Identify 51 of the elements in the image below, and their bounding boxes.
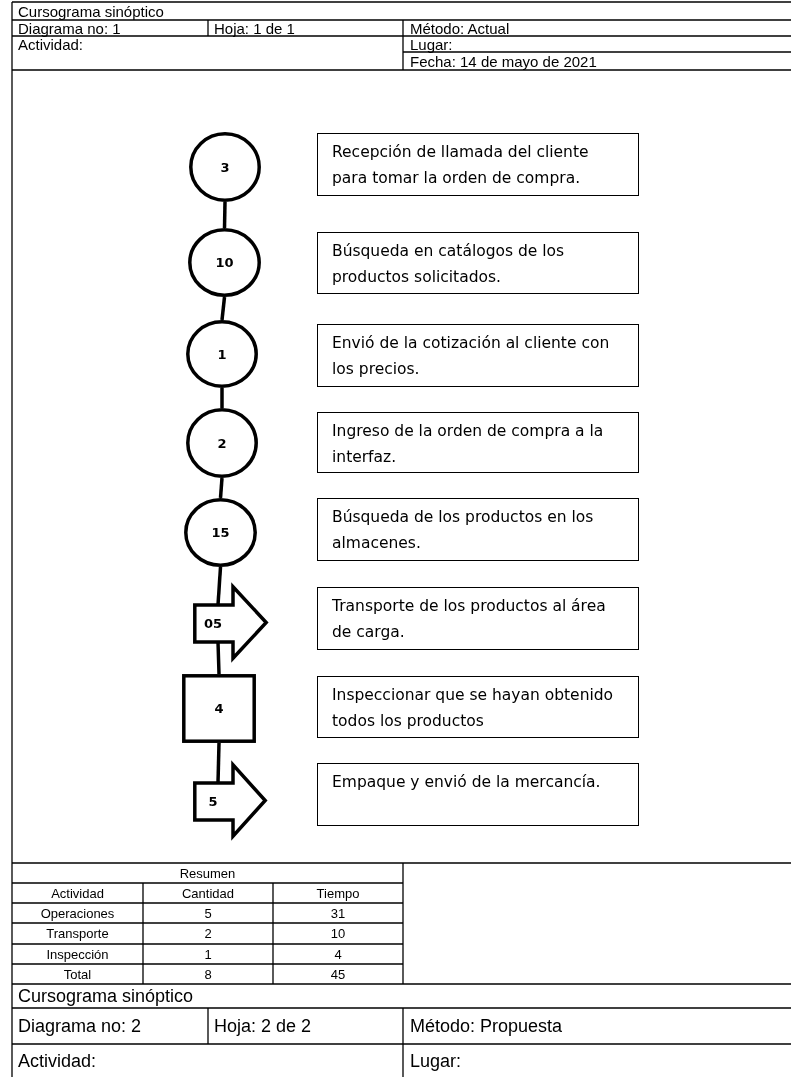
- form-field: Diagrama no: 1: [18, 20, 121, 36]
- connector-line: [216, 566, 223, 606]
- table-value: 31: [330, 906, 346, 920]
- connector-line: [220, 296, 227, 321]
- description-box: Ingreso de la orden de compra a la interfaz.: [317, 412, 639, 473]
- operation-circle: 3: [189, 132, 261, 202]
- connector-line: [216, 742, 221, 784]
- row-label: Total: [63, 967, 92, 981]
- connector-line: [220, 388, 224, 408]
- row-label: Inspección: [46, 947, 109, 961]
- description-box: Recepción de llamada del cliente para tomar la orden de compra.: [317, 133, 639, 196]
- table-value: 1: [204, 947, 212, 961]
- description-box: Inspeccionar que se hayan obtenido todos los productos: [317, 676, 639, 738]
- form-field: Lugar:: [410, 36, 453, 52]
- form-field: Método: Propuesta: [410, 1017, 563, 1035]
- table-value: 2: [204, 927, 212, 940]
- transport-symbol: 05: [193, 585, 268, 660]
- inspection-square: 4: [182, 674, 256, 743]
- summary-title: Resumen: [179, 866, 236, 880]
- column-header: Tiempo: [316, 886, 360, 900]
- form-field: Fecha: 14 de mayo de 2021: [410, 53, 597, 69]
- column-header: Cantidad: [181, 886, 234, 900]
- table-value: 4: [334, 947, 342, 961]
- form-field: Hoja: 1 de 1: [214, 20, 295, 36]
- operation-circle: 1: [186, 320, 258, 388]
- transport-symbol: 5: [193, 763, 267, 838]
- form-title: Cursograma sinóptico: [18, 3, 164, 19]
- form-field: Método: Actual: [410, 20, 510, 36]
- column-header: Actividad: [51, 886, 104, 900]
- table-value: 10: [330, 927, 346, 940]
- table-value: 45: [330, 967, 346, 981]
- form-field: Actividad:: [18, 1051, 97, 1070]
- form-field: Diagrama no: 2: [18, 1017, 142, 1035]
- table-value: 8: [204, 967, 212, 981]
- connector-line: [218, 477, 224, 499]
- row-label: Transporte: [46, 927, 109, 940]
- operation-circle: 15: [184, 498, 257, 567]
- description-box: Búsqueda de los productos en los almacenes.: [317, 498, 639, 561]
- operation-circle: 2: [186, 408, 258, 478]
- operation-circle: 10: [188, 228, 261, 297]
- description-box: Empaque y envió de la mercancía.: [317, 763, 639, 826]
- connector-line: [222, 201, 227, 229]
- description-box: Transporte de los productos al área de carga.: [317, 587, 639, 650]
- form-title: Cursograma sinóptico: [18, 987, 194, 1005]
- table-value: 5: [204, 906, 212, 920]
- form-field: Actividad:: [18, 36, 84, 52]
- row-label: Operaciones: [40, 906, 115, 920]
- form-field: Hoja: 2 de 2: [214, 1017, 312, 1035]
- description-box: Envió de la cotización al cliente con los precios.: [317, 324, 639, 387]
- form-field: Lugar:: [410, 1051, 462, 1070]
- description-box: Búsqueda en catálogos de los productos solicitados.: [317, 232, 639, 294]
